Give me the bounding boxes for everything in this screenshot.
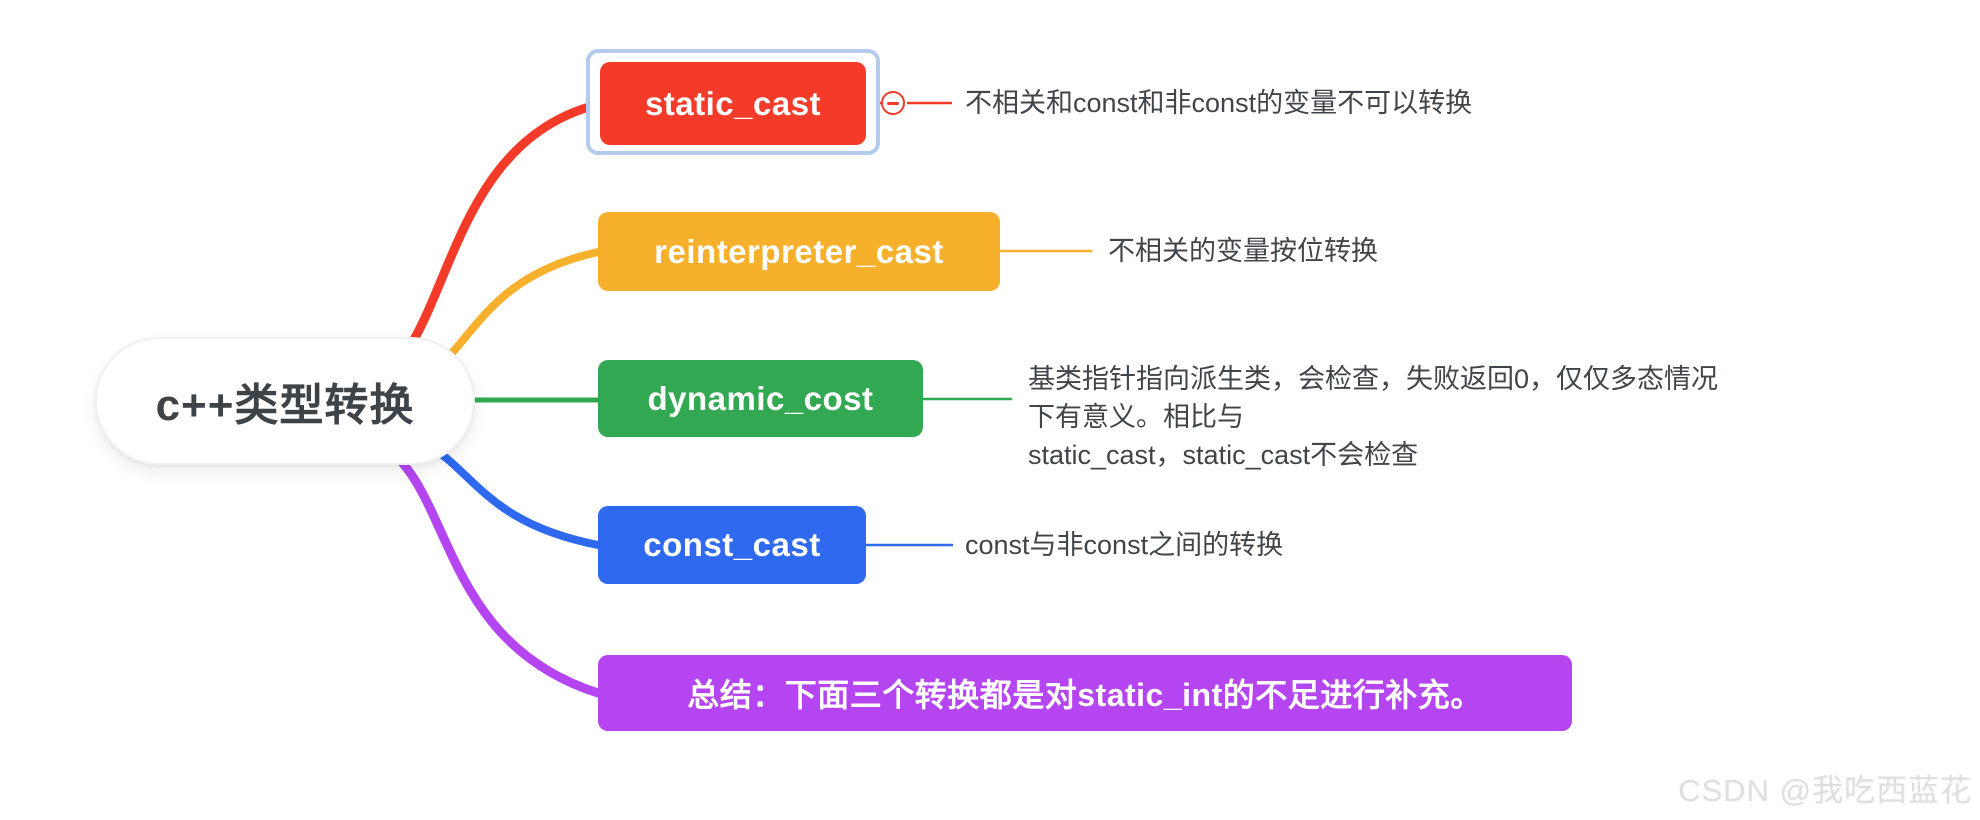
minus-icon <box>887 101 899 105</box>
collapse-button[interactable] <box>881 91 905 115</box>
node-static-cast-label: static_cast <box>644 84 822 122</box>
note-dynamic-cost-line1: 基类指针指向派生类，会检查，失败返回0，仅仅多态情况下有意义。相比与 <box>1028 364 1719 432</box>
note-dynamic-cost-line2: static_cast，static_cast不会检查 <box>1028 440 1419 470</box>
root-node-label: c++类型转换 <box>155 381 415 430</box>
node-const-cast-label: const_cast <box>643 526 821 563</box>
node-static-cast[interactable]: static_cast <box>600 62 866 145</box>
node-reinterpreter-cast-label: reinterpreter_cast <box>654 232 944 270</box>
note-static-cast[interactable]: 不相关和const和非const的变量不可以转换 <box>965 88 1473 118</box>
watermark: CSDN @我吃西蓝花 <box>1678 773 1972 808</box>
node-const-cast[interactable]: const_cast <box>598 506 866 584</box>
node-summary[interactable]: 总结：下面三个转换都是对static_int的不足进行补充。 <box>598 655 1572 731</box>
node-dynamic-cost[interactable]: dynamic_cost <box>598 360 923 437</box>
root-node[interactable]: c++类型转换 <box>95 337 475 465</box>
note-const-cast[interactable]: const与非const之间的转换 <box>965 530 1284 560</box>
node-dynamic-cost-label: dynamic_cost <box>647 379 874 417</box>
note-reinterpreter-cast[interactable]: 不相关的变量按位转换 <box>1108 236 1378 266</box>
node-reinterpreter-cast[interactable]: reinterpreter_cast <box>598 212 1000 291</box>
branch-curve-summary <box>367 435 603 698</box>
node-summary-label: 总结：下面三个转换都是对static_int的不足进行补充。 <box>687 677 1483 713</box>
note-dynamic-cost[interactable]: 基类指针指向派生类，会检查，失败返回0，仅仅多态情况下有意义。相比与 stati… <box>1028 360 1738 474</box>
